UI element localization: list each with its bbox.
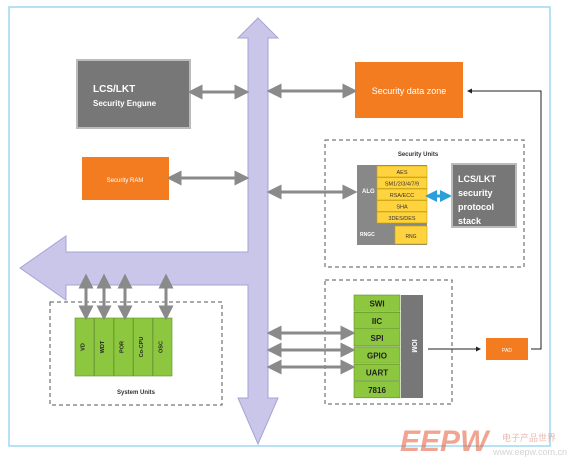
io-interface-label: GPIO [367, 351, 387, 360]
rng-label: RNG [405, 234, 416, 240]
security-data-zone-block: Security data zone [355, 62, 463, 118]
security-units-group: Security Units ALG AES SM1/2/3/4/7/9RSA/E… [324, 139, 525, 268]
io-interface-label: 7816 [368, 386, 386, 395]
io-interface-label: IIC [372, 317, 382, 326]
algorithm-cell [376, 165, 428, 178]
system-bus [19, 17, 280, 446]
protocol-stack-line4: stack [458, 216, 482, 226]
system-units-group: VD WDT POR Co-CPU OSC System Units [49, 301, 223, 406]
pad-data-zone-link [467, 88, 542, 350]
system-unit-label: OSC [159, 341, 165, 353]
security-ram-label: Security RAM [107, 178, 144, 184]
protocol-stack-line1: LCS/LKT [458, 174, 496, 184]
system-unit-label: Co-CPU [139, 337, 145, 358]
iom-block [401, 295, 423, 398]
pad-label: PAD [502, 348, 512, 354]
io-interface-cell [353, 311, 401, 329]
outer-frame [8, 6, 551, 447]
io-interface-cell [353, 294, 401, 312]
algorithm-label: SM1/2/3/4/7/9 [385, 182, 419, 188]
watermark-site: www.eepw.com.cn [492, 447, 567, 457]
eepw-watermark: EEPW 电子产品世界 www.eepw.com.cn [400, 425, 567, 458]
pad-block: PAD [486, 338, 528, 360]
system-unit-list: VD WDT POR Co-CPU OSC [74, 317, 173, 377]
protocol-stack-line3: protocol [458, 202, 494, 212]
watermark-tagline: 电子产品世界 [502, 432, 556, 443]
security-units-title: Security Units [398, 152, 439, 158]
alg-label: ALG [362, 189, 375, 195]
rngc-label: RNGC [360, 232, 375, 238]
system-units-title: System Units [117, 390, 156, 396]
system-unit-label: POR [120, 341, 126, 353]
security-ram-block: Security RAM [82, 157, 169, 200]
io-group: SWI IIC SPI GPIO UART 7816 IOM [324, 279, 453, 405]
io-interface-list: SWI IIC SPI GPIO UART 7816 [353, 294, 401, 399]
algorithm-label: RSA/ECC [390, 193, 414, 199]
system-unit-label: VD [81, 343, 87, 351]
security-engine-title: LCS/LKT [93, 84, 135, 95]
protocol-stack-line2: security [458, 188, 493, 198]
algorithm-label: 3DES/DES [388, 216, 416, 222]
security-engine-subtitle: Security Engune [93, 99, 157, 108]
algorithm-cell [376, 177, 428, 189]
rng-box [394, 225, 428, 245]
system-unit-label: WDT [100, 340, 106, 353]
io-interface-cell [353, 381, 401, 399]
io-bus-links [266, 325, 356, 375]
iom-label: IOM [410, 339, 417, 352]
io-interface-label: SWI [369, 300, 384, 309]
algorithm-cell [376, 200, 428, 212]
security-engine-block: LCS/LKT Security Engune [76, 59, 191, 129]
algorithm-label: SHA [396, 205, 408, 211]
io-interface-label: SPI [371, 334, 384, 343]
system-unit-cell [133, 317, 153, 377]
io-interface-label: UART [366, 369, 388, 378]
watermark-logo: EEPW [400, 425, 491, 458]
system-bus-links [78, 273, 174, 321]
algorithm-label: AES [396, 170, 407, 176]
algorithm-cell [376, 211, 428, 224]
protocol-stack-box [451, 163, 517, 228]
security-data-zone-label: Security data zone [372, 86, 447, 96]
